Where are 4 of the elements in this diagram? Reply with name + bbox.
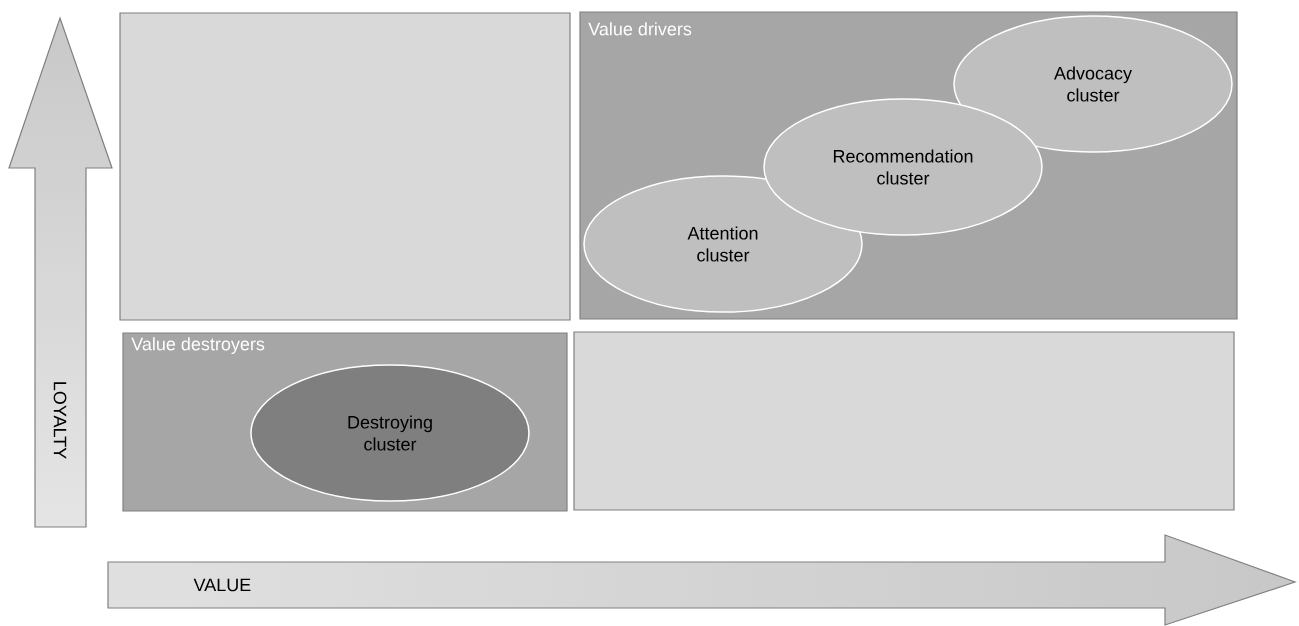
axis-label: LOYALTY bbox=[53, 382, 67, 459]
quadrant-box bbox=[119, 12, 571, 321]
quadrant-box bbox=[573, 331, 1235, 511]
axis-label: VALUE bbox=[193, 578, 251, 592]
